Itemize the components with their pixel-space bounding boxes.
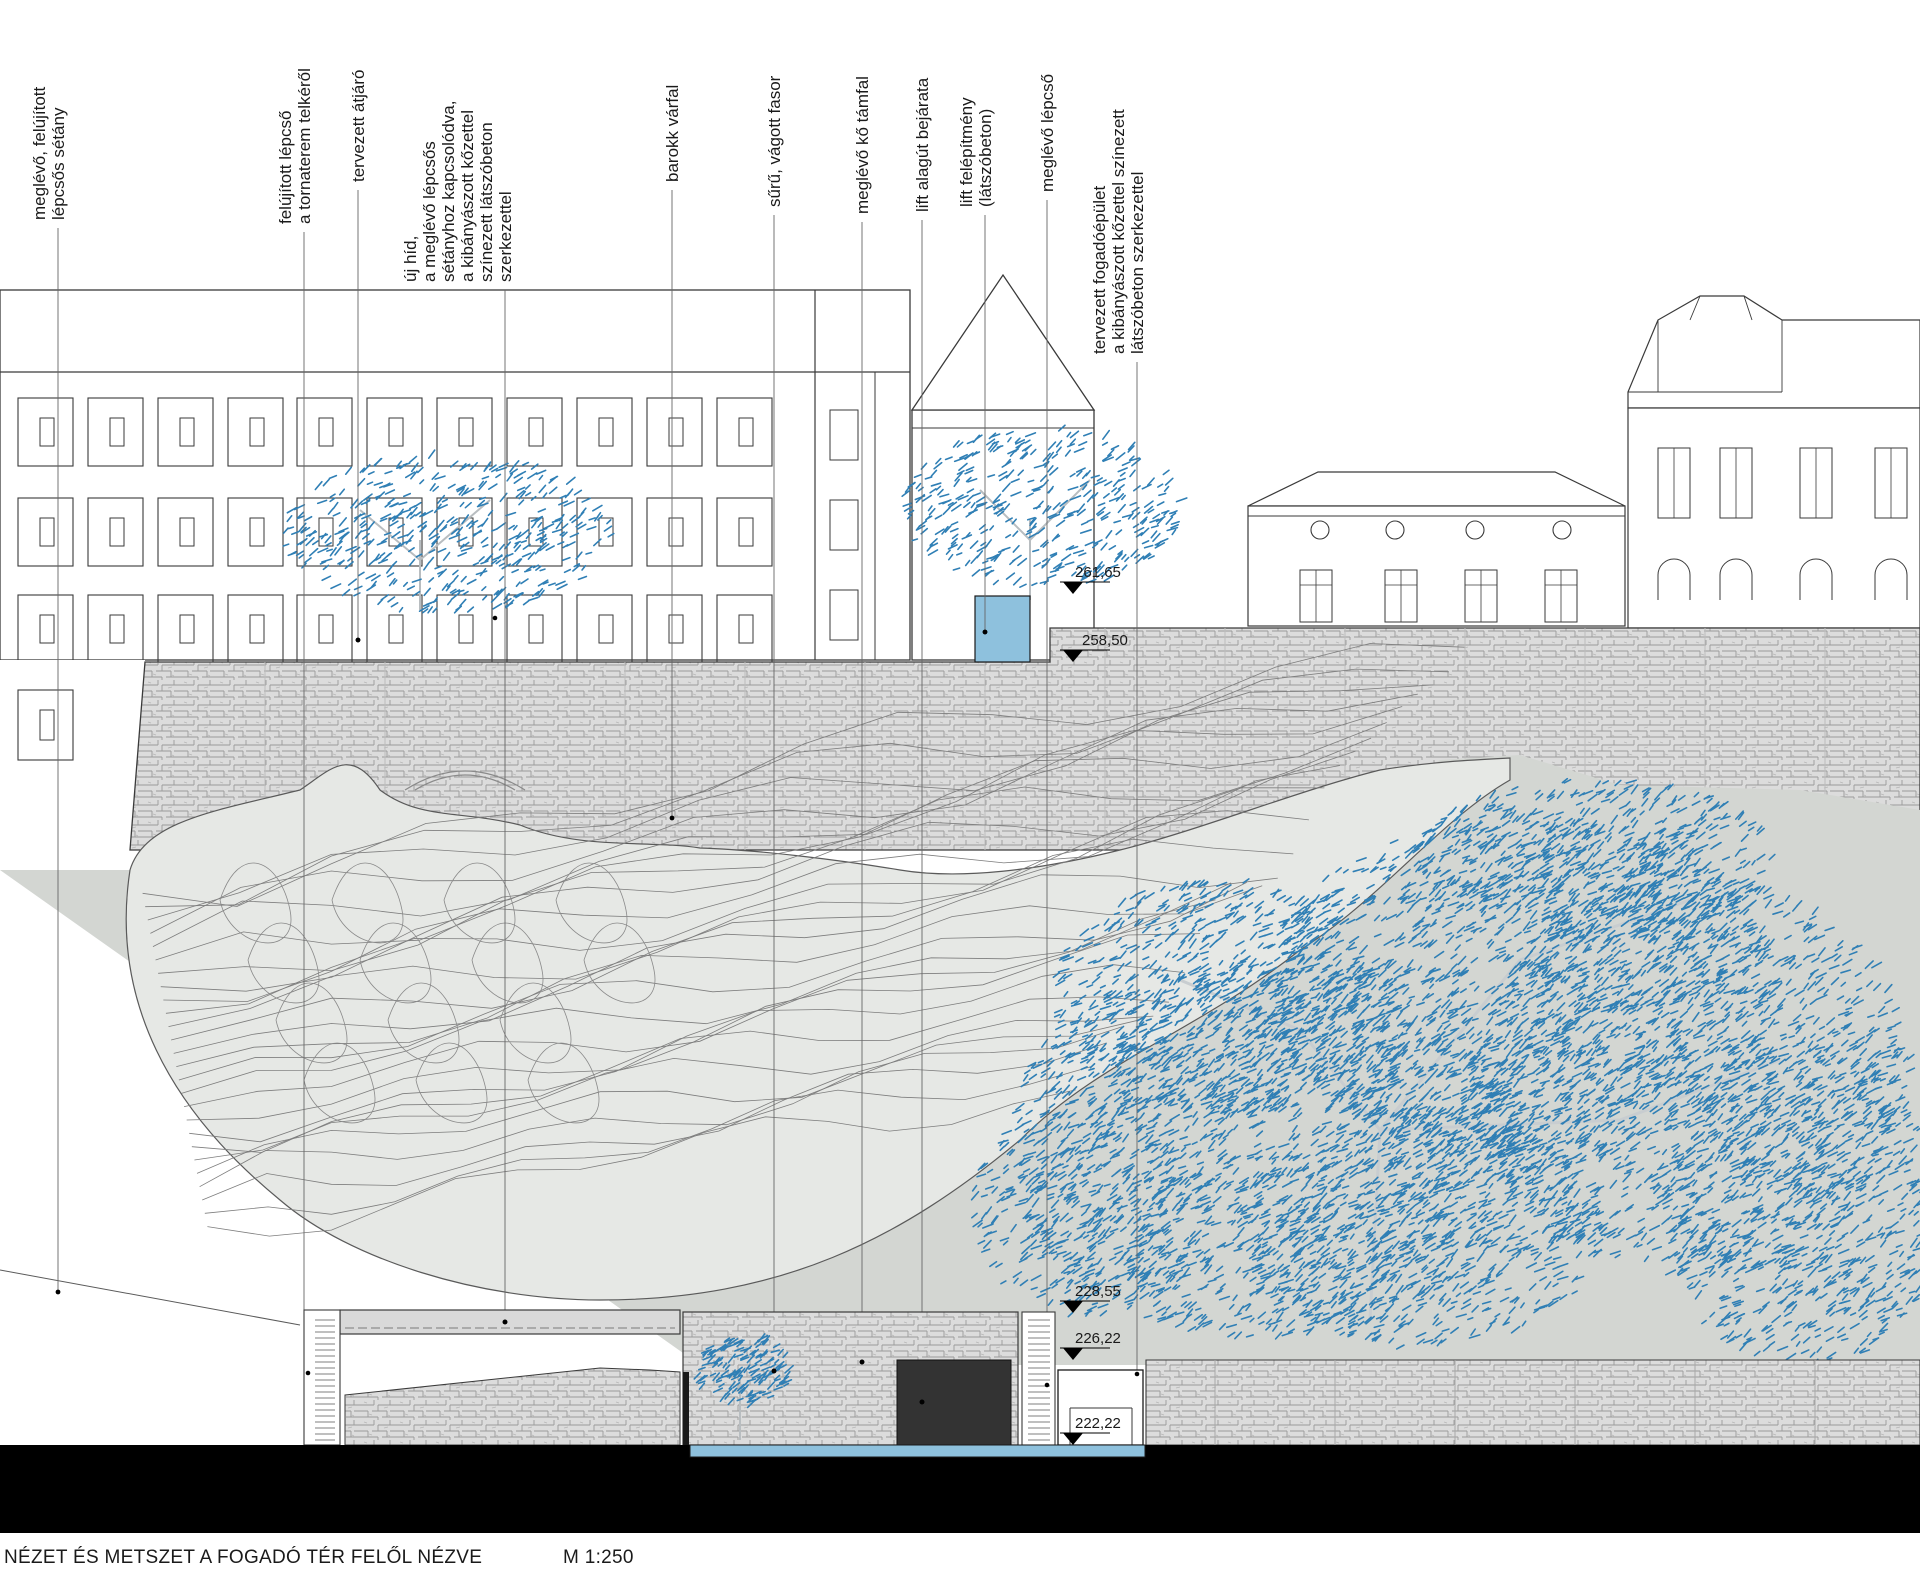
callout-new-bridge-line-0: új híd, — [401, 236, 420, 282]
callout-new-bridge-line-5: szerkezettel — [496, 191, 515, 282]
level-label-258-50: 258,50 — [1082, 632, 1128, 649]
lift-tunnel-entrance-opening — [896, 1359, 1012, 1446]
callout-reception-building-line-0: tervezett fogadóépület — [1090, 185, 1109, 354]
callout-reception-building-line-1: a kibányászott kőzettel színezett — [1109, 109, 1128, 354]
stone-wall-lower-left — [344, 1367, 681, 1446]
callout-lift-superstructure-line-1: (látszóbeton) — [976, 109, 995, 207]
callout-reception-building-line-2: látszóbeton szerkezettel — [1128, 172, 1147, 354]
level-label-261-65: 261,65 — [1075, 564, 1121, 581]
level-label-222-22: 222,22 — [1075, 1415, 1121, 1432]
stone-wall-lower-right — [1145, 1359, 1920, 1446]
left-stair-element — [303, 1309, 341, 1446]
callout-tree-row-line-0: sűrű, vágott fasor — [765, 75, 784, 207]
callout-baroque-wall-line-0: barokk várfal — [663, 85, 682, 182]
level-label-226-22: 226,22 — [1075, 1330, 1121, 1347]
lift-box — [974, 595, 1031, 663]
tunnel-marker — [919, 1399, 925, 1405]
level-marker-258-50: 258,50 — [1060, 632, 1128, 662]
callout-new-bridge-line-1: a meglévő lépcsős — [420, 141, 439, 282]
bridge-deck — [339, 1309, 681, 1335]
callout-lift-superstructure-line-0: lift felépítmény — [957, 97, 976, 207]
callout-new-bridge-line-3: a kibányászott kőzettel — [458, 110, 477, 282]
tree-upper-left — [282, 449, 615, 614]
callout-new-bridge-line-2: sétányhoz kapcsolódva, — [439, 101, 458, 282]
lower-wall-joints — [1214, 1360, 1816, 1445]
callout-lift-tunnel-entrance-line-0: lift alagút bejárata — [913, 77, 932, 212]
right-stair-element — [1021, 1311, 1056, 1446]
callout-planned-passage-line-0: tervezett átjáró — [349, 70, 368, 182]
callout-renovated-stair-line-1: a tornaterem telkéről — [295, 68, 314, 224]
school-windows — [0, 397, 859, 780]
rock-contour-lines — [142, 643, 1465, 1237]
callout-renovated-promenade-line-1: lépcsős sétány — [49, 107, 68, 220]
level-marker-261-65: 261,65 — [1060, 564, 1121, 594]
callout-new-bridge-line-4: színezett látszóbeton — [477, 122, 496, 282]
mansard-building — [1627, 295, 1920, 629]
callout-existing-stair-line-0: meglévő lépcső — [1038, 74, 1057, 192]
callout-leader-lines — [55, 190, 1140, 1445]
tree-lower-right — [970, 777, 1920, 1371]
mansard-windows — [1657, 447, 1908, 600]
exposed-rock-face — [125, 757, 1511, 1301]
caption-title: NÉZET ÉS METSZET A FOGADÓ TÉR FELŐL NÉZV… — [4, 1546, 482, 1568]
callout-renovated-stair-line-0: felújított lépcső — [276, 111, 295, 224]
lower-left-ground-line — [0, 1269, 301, 1326]
level-marker-222-22: 222,22 — [1060, 1415, 1121, 1445]
level-marker-226-22: 226,22 — [1060, 1330, 1121, 1360]
callout-stone-retaining-wall-line-0: meglévő kő támfal — [853, 76, 872, 214]
tree-upper-middle — [901, 424, 1188, 600]
school-building — [0, 289, 911, 780]
callout-renovated-promenade-line-0: meglévő, felújított — [30, 86, 49, 220]
ground-section — [0, 1445, 1920, 1533]
level-marker-228-55: 228,55 — [1060, 1283, 1121, 1313]
level-label-228-55: 228,55 — [1075, 1283, 1121, 1300]
pavilion-windows — [1299, 520, 1578, 623]
caption-scale: M 1:250 — [563, 1547, 634, 1568]
right-pavilion-building — [1247, 471, 1626, 627]
